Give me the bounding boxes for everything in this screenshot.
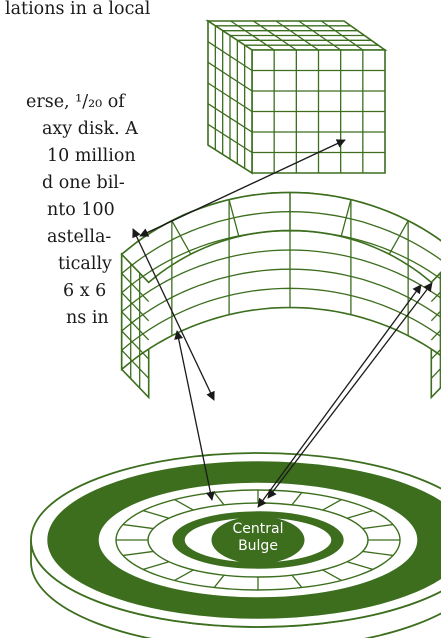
grid-cube (205, 19, 388, 175)
text-line-5: d one bil- (42, 173, 125, 193)
galaxy-disk (30, 452, 441, 638)
text-line-9: 6 x 6 (63, 281, 107, 301)
slab-grid-line (430, 290, 441, 303)
disk-segment-line (362, 523, 394, 530)
disk-segment-line (213, 574, 225, 588)
disk-segment-line (346, 561, 374, 571)
slab-grid-line (430, 348, 441, 360)
text-line-10: ns in (66, 308, 109, 328)
slab-grid-line (430, 309, 441, 322)
disk-segment-line (291, 574, 303, 588)
bulge-label-line-2: Bulge (238, 538, 278, 554)
text-line-6: nto 100 (47, 200, 115, 220)
disk-segment-line (142, 509, 170, 519)
disk-segment-line (346, 509, 374, 519)
slab-grid-line (430, 328, 441, 341)
connector-arrows (132, 139, 433, 508)
arrow-cube-to-slab-right (139, 139, 346, 237)
disk-segment-line (213, 492, 225, 506)
arrow-slab-to-disk-right-2 (267, 282, 433, 499)
text-line-4: 10 million (47, 146, 136, 166)
disk-segment-line (142, 561, 170, 571)
text-line-3: axy disk. A (42, 119, 138, 139)
disk-segment-line (122, 550, 154, 557)
text-line-1: lations in a local (5, 0, 151, 19)
disk-segment-line (122, 523, 154, 530)
central-bulge (211, 516, 305, 564)
text-line-8: tically (58, 254, 112, 274)
disk-segment-slab (120, 191, 441, 400)
disk-segment-line (362, 550, 394, 557)
text-line-2: erse, ¹/₂₀ of (26, 92, 125, 112)
bulge-label-line-1: Central (233, 521, 284, 537)
arrow-slab-to-disk-left (174, 330, 215, 501)
text-line-7: astella- (47, 227, 112, 247)
cube-grid-line (320, 20, 364, 51)
disk-segment-line (174, 498, 194, 511)
disk-segment-line (174, 569, 194, 582)
slab-grid-line (430, 367, 441, 379)
slab-grid-line (388, 220, 409, 255)
disk-segment-line (322, 569, 342, 582)
